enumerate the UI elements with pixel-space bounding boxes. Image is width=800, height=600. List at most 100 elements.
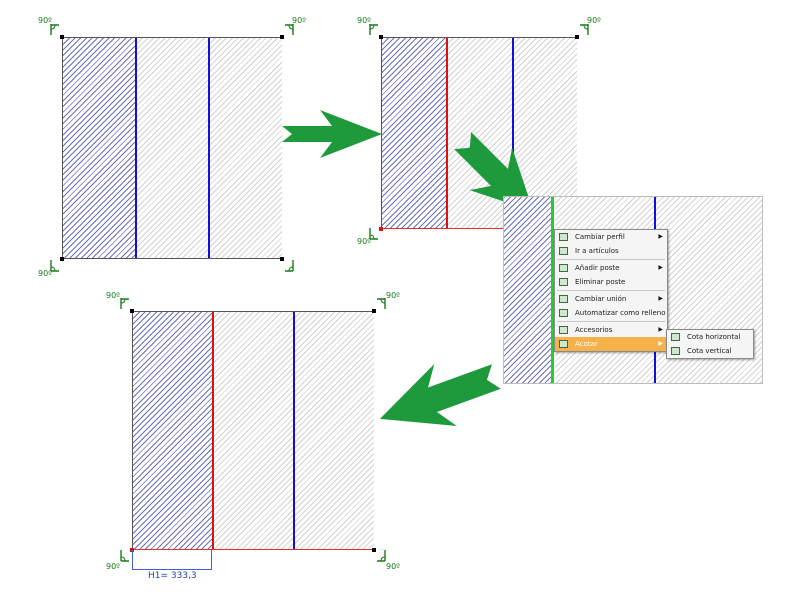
post-right[interactable]	[293, 312, 295, 549]
horizontal-dimension-icon	[671, 333, 680, 341]
angle-label: 90º	[38, 16, 52, 25]
menu-item-eliminar-poste[interactable]: Eliminar poste	[555, 275, 667, 289]
menu-item-acotar[interactable]: Acotar ▶	[555, 337, 667, 351]
glass-section-left[interactable]	[382, 38, 447, 228]
angle-corner-icon	[376, 298, 386, 309]
post-selected[interactable]	[446, 38, 448, 228]
glass-section-left[interactable]	[504, 197, 552, 383]
dimension-line-base	[132, 569, 212, 570]
context-menu: Cambiar perfil ▶ Ir a artículos Añadir po…	[554, 229, 668, 352]
panel-initial: 90º 90º 90º	[0, 0, 306, 280]
corner-node	[575, 35, 579, 39]
arrow-right-icon	[282, 110, 384, 162]
glass-section-middle[interactable]	[136, 38, 209, 258]
chevron-right-icon: ▶	[658, 340, 663, 347]
post-right[interactable]	[512, 38, 514, 228]
chevron-right-icon: ▶	[658, 233, 663, 240]
chevron-right-icon: ▶	[658, 264, 663, 271]
menu-item-label: Añadir poste	[575, 264, 620, 272]
fill-icon	[559, 309, 568, 317]
glass-section-left[interactable]	[133, 312, 213, 549]
window-frame-drawing[interactable]	[62, 37, 282, 259]
chevron-right-icon: ▶	[658, 326, 663, 333]
menu-item-cambiar-perfil[interactable]: Cambiar perfil ▶	[555, 230, 667, 244]
dimension-label[interactable]: H1= 333,3	[148, 571, 197, 581]
angle-label: 90º	[357, 237, 371, 246]
menu-item-accesorios[interactable]: Accesorios ▶	[555, 323, 667, 337]
corner-node	[280, 35, 284, 39]
corner-node	[372, 309, 376, 313]
glass-section-right[interactable]	[209, 38, 282, 258]
post-left[interactable]	[135, 38, 137, 258]
window-frame-drawing[interactable]	[132, 311, 374, 550]
arrow-down-right-icon	[448, 126, 548, 230]
angle-corner-icon	[369, 228, 379, 240]
add-post-icon	[559, 264, 568, 272]
post-selected[interactable]	[212, 312, 214, 549]
menu-item-anadir-poste[interactable]: Añadir poste ▶	[555, 261, 667, 275]
dimension-icon	[559, 340, 568, 348]
profile-icon	[559, 233, 568, 241]
articles-icon	[559, 247, 568, 255]
menu-item-label: Automatizar como relleno	[575, 309, 666, 317]
angle-corner-icon	[50, 260, 60, 272]
angle-corner-icon	[376, 550, 386, 562]
menu-item-label: Accesorios	[575, 326, 613, 334]
accessories-icon	[559, 326, 568, 334]
dimension-line-right	[211, 550, 212, 570]
corner-node	[60, 257, 64, 261]
menu-item-cota-horizontal[interactable]: Cota horizontal	[667, 330, 753, 344]
angle-label: 90º	[106, 562, 120, 571]
menu-item-cambiar-union[interactable]: Cambiar unión ▶	[555, 292, 667, 306]
angle-label: 90º	[587, 16, 601, 25]
glass-section-middle[interactable]	[213, 312, 294, 549]
corner-node	[379, 227, 383, 231]
corner-node	[379, 35, 383, 39]
menu-item-ir-a-articulos[interactable]: Ir a artículos	[555, 244, 667, 258]
menu-separator	[557, 321, 665, 322]
menu-item-cota-vertical[interactable]: Cota vertical	[667, 344, 753, 358]
bottom-profile-selected[interactable]	[133, 549, 373, 550]
angle-label: 90º	[386, 291, 400, 300]
menu-item-label: Cambiar perfil	[575, 233, 625, 241]
panel-result: 90º 90º 90º 90º H1= 333,3	[100, 280, 410, 590]
angle-corner-icon	[369, 24, 379, 35]
bottom-profile-selected[interactable]	[382, 228, 576, 229]
vertical-dimension-icon	[671, 347, 680, 355]
angle-label: 90º	[292, 16, 306, 25]
arrow-down-left-icon	[370, 352, 510, 446]
corner-node	[372, 548, 376, 552]
menu-item-label: Cambiar unión	[575, 295, 627, 303]
panel-context-menu: Cambiar perfil ▶ Ir a artículos Añadir po…	[503, 196, 763, 384]
submenu-acotar: Cota horizontal Cota vertical	[666, 329, 754, 359]
joint-icon	[559, 295, 568, 303]
dimension-line-left	[132, 550, 133, 570]
post-highlighted[interactable]	[551, 197, 554, 383]
menu-item-label: Cota vertical	[687, 347, 732, 355]
corner-node	[60, 35, 64, 39]
angle-label: 90º	[106, 291, 120, 300]
angle-label: 90º	[38, 269, 52, 278]
angle-corner-icon	[284, 260, 294, 272]
menu-separator	[557, 290, 665, 291]
corner-node	[280, 257, 284, 261]
menu-item-label: Eliminar poste	[575, 278, 626, 286]
menu-item-automatizar[interactable]: Automatizar como relleno	[555, 306, 667, 320]
delete-post-icon	[559, 278, 568, 286]
glass-section-right[interactable]	[294, 312, 374, 549]
angle-corner-icon	[120, 550, 130, 562]
angle-corner-icon	[579, 24, 589, 35]
angle-corner-icon	[120, 298, 130, 309]
menu-item-label: Cota horizontal	[687, 333, 741, 341]
menu-item-label: Acotar	[575, 340, 598, 348]
angle-corner-icon	[50, 24, 60, 35]
post-right[interactable]	[208, 38, 210, 258]
corner-node	[130, 309, 134, 313]
chevron-right-icon: ▶	[658, 295, 663, 302]
angle-label: 90º	[386, 562, 400, 571]
menu-item-label: Ir a artículos	[575, 247, 619, 255]
menu-separator	[557, 259, 665, 260]
angle-label: 90º	[357, 16, 371, 25]
glass-section-left[interactable]	[63, 38, 136, 258]
angle-corner-icon	[284, 24, 294, 35]
